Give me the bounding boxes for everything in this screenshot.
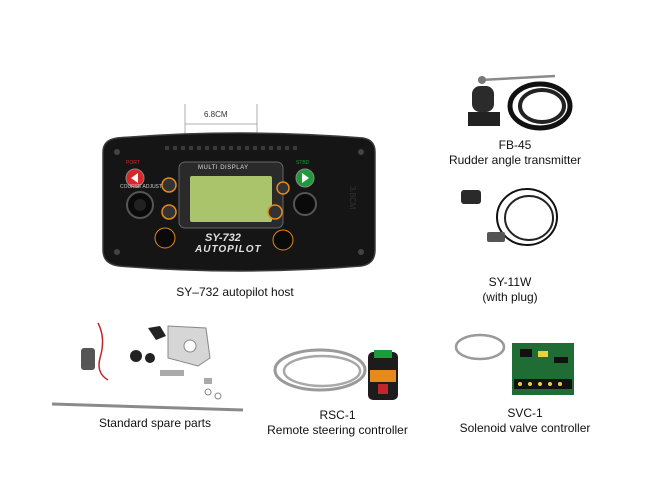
model-label: SY-732 — [205, 232, 241, 244]
svc1-caption: SVC-1 Solenoid valve controller — [440, 406, 610, 436]
port-label: PORT — [126, 160, 140, 166]
sy11w-sensor — [455, 182, 565, 257]
rsc1-caption: RSC-1 Remote steering controller — [255, 408, 420, 438]
sy11w-name: SY-11W — [488, 275, 532, 289]
rudder-angle-transmitter — [460, 68, 580, 136]
fb45-name: FB-45 — [498, 138, 532, 152]
fb45-desc: Rudder angle transmitter — [448, 153, 582, 167]
fb45-illustration — [468, 74, 573, 131]
course-adjust-label: COURSE ADJUST — [120, 184, 162, 190]
sy11w-caption: SY-11W (with plug) — [460, 275, 560, 305]
remote-steering-controller — [270, 340, 420, 410]
fb45-caption: FB-45 Rudder angle transmitter — [440, 138, 590, 168]
autopilot-host-illustration — [102, 104, 376, 272]
autopilot-host-caption: SY–732 autopilot host — [176, 285, 294, 299]
width-dimension-label: 6.8CM — [204, 110, 228, 119]
solenoid-valve-controller — [450, 327, 580, 402]
rsc1-desc: Remote steering controller — [267, 423, 408, 437]
autopilot-host: 6.8CM 3.8CM PORT STBD COURSE ADJUST MULT… — [95, 100, 385, 275]
stbd-label: STBD — [296, 160, 310, 166]
rsc1-illustration — [273, 348, 398, 400]
spare-parts-illustration — [51, 322, 244, 412]
sy11w-desc: (with plug) — [482, 290, 538, 304]
svc1-illustration — [454, 333, 574, 395]
rsc1-name: RSC-1 — [319, 408, 356, 422]
spare-parts — [48, 318, 248, 418]
svc1-desc: Solenoid valve controller — [459, 421, 591, 435]
product-label: AUTOPILOT — [195, 244, 262, 255]
svc1-name: SVC-1 — [507, 406, 543, 420]
screen-label: MULTI DISPLAY — [198, 165, 249, 171]
height-dimension-label: 3.8CM — [348, 186, 357, 210]
spare-parts-caption: Standard spare parts — [98, 416, 212, 430]
sy11w-illustration — [461, 188, 558, 246]
